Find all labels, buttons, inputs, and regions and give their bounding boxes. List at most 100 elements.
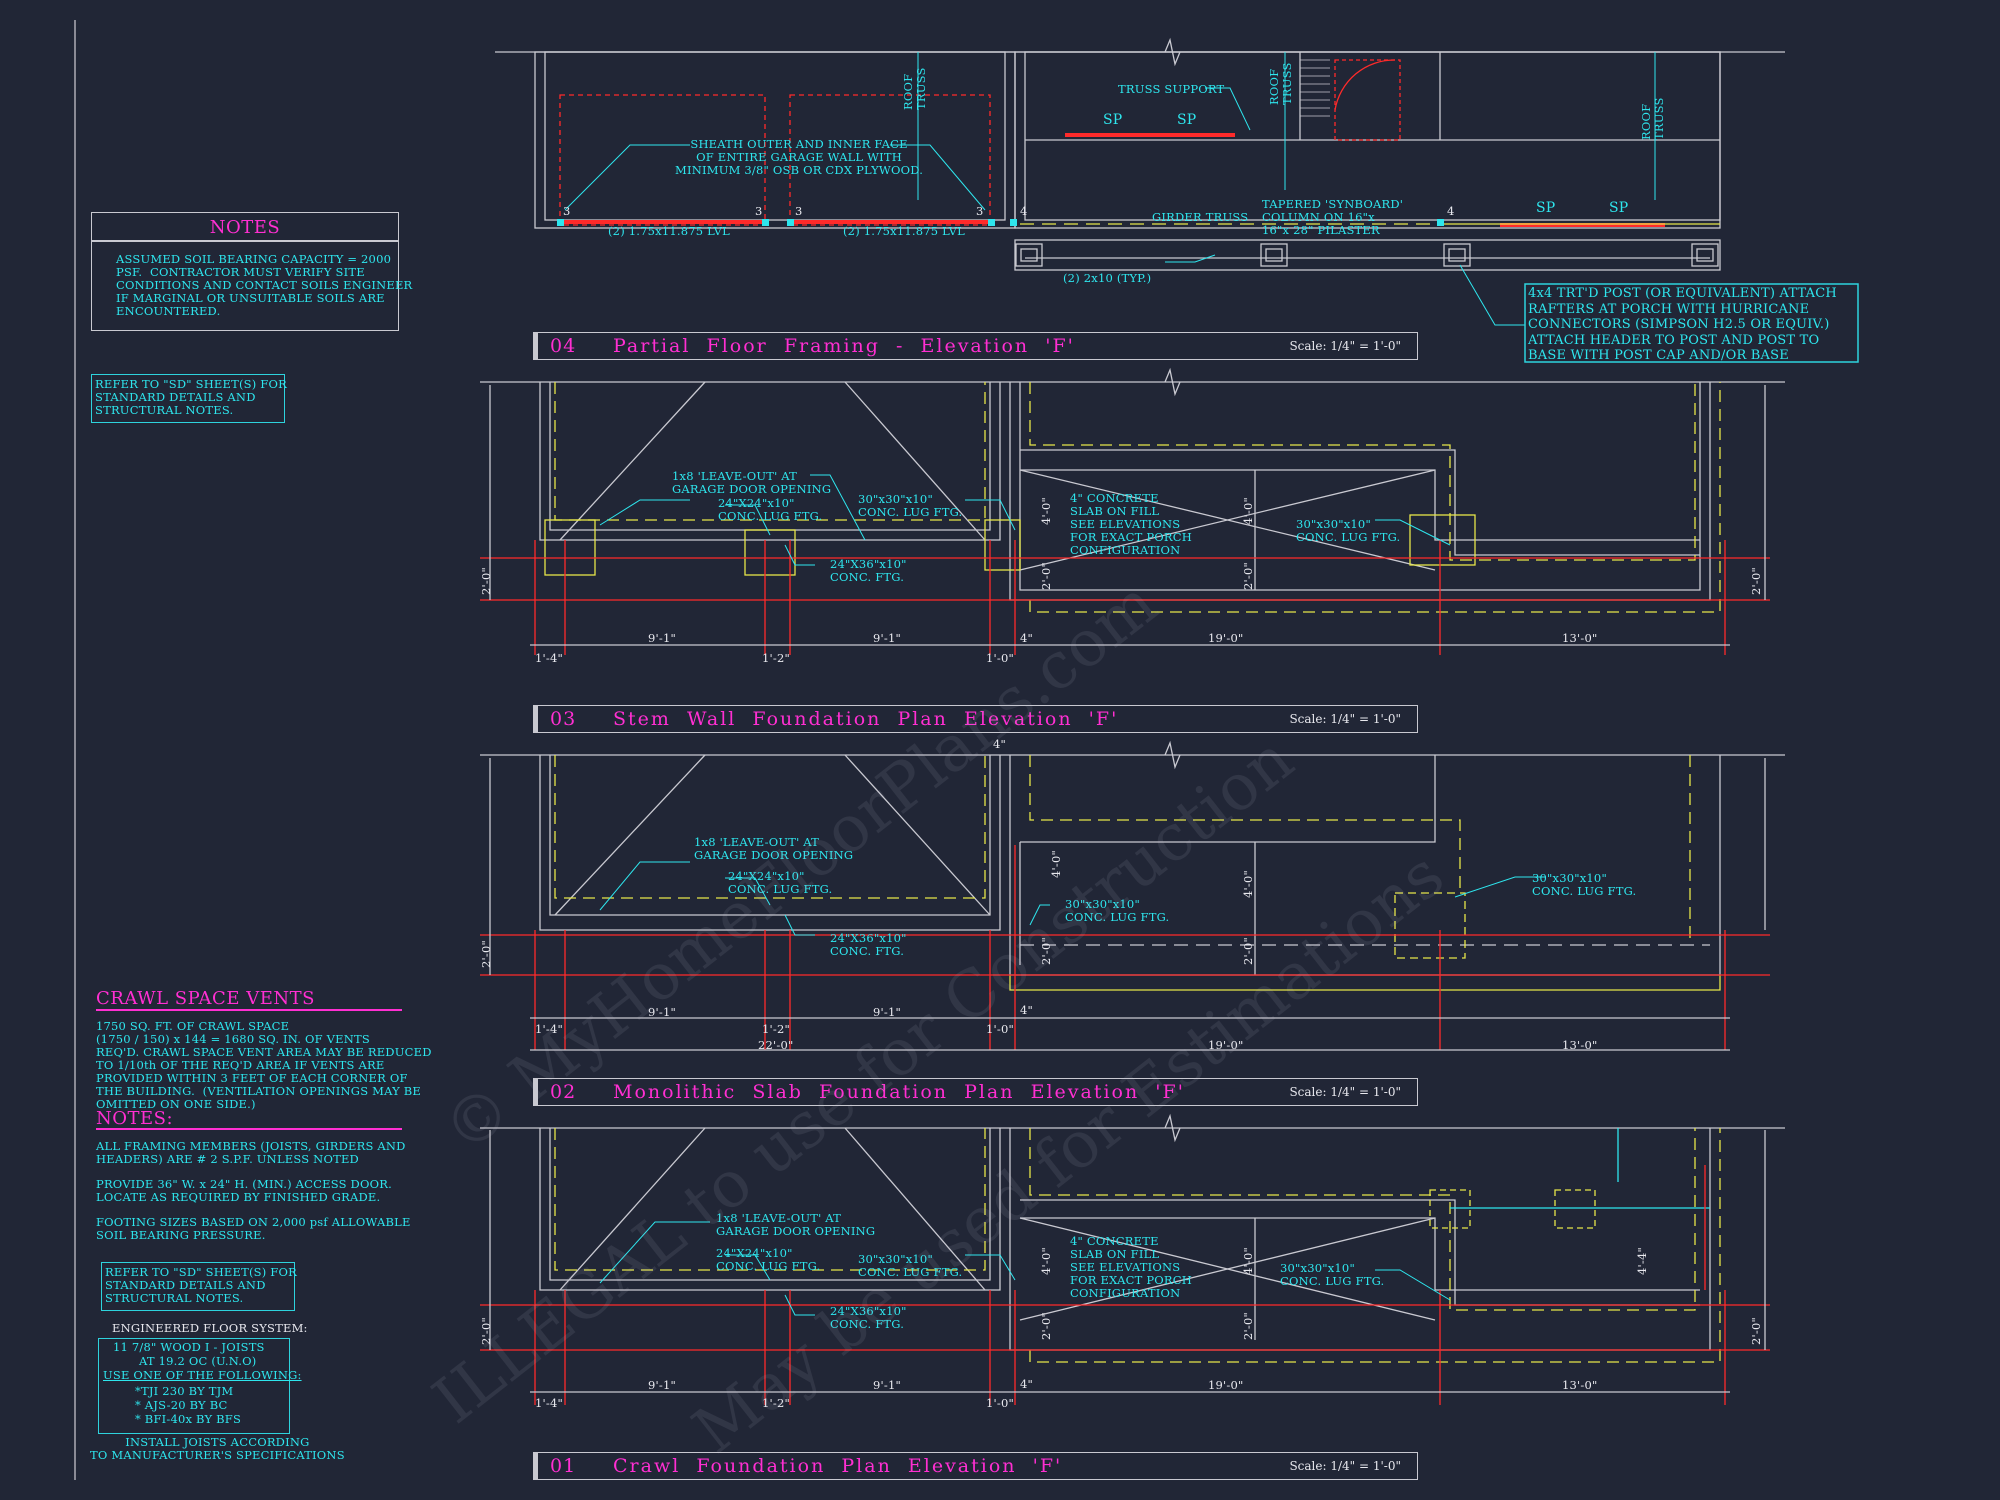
num-3d: 3	[976, 204, 984, 218]
notes2-item1: ALL FRAMING MEMBERS (JOISTS, GIRDERS AND…	[96, 1139, 406, 1166]
drawing-number: 01	[550, 1455, 577, 1477]
num-3a: 3	[563, 204, 571, 218]
drawing-title-text: Crawl Foundation Plan Elevation 'F'	[613, 1455, 1063, 1477]
dim-vertical: 2'-0"	[1039, 562, 1053, 590]
slab-label-03: 4" CONCRETE SLAB ON FILL SEE ELEVATIONS …	[1070, 491, 1192, 557]
dim: 19'-0"	[1208, 1038, 1244, 1052]
dim-vertical: 4'-0"	[1049, 850, 1063, 878]
drawing-title-02: 02 Monolithic Slab Foundation Plan Eleva…	[533, 1078, 1418, 1106]
dim-vertical: 2'-0"	[1749, 1317, 1763, 1345]
dim-vertical: 2'-0"	[1241, 562, 1255, 590]
dim: 9'-1"	[648, 1378, 676, 1392]
dim: 1'-4"	[535, 651, 563, 665]
dim-vertical: 4'-0"	[1039, 1247, 1053, 1275]
floor-framing-plan	[495, 37, 1859, 363]
dim: 1'-0"	[986, 651, 1014, 665]
drawing-scale: Scale: 1/4" = 1'-0"	[1289, 712, 1401, 726]
dim: 9'-1"	[873, 1378, 901, 1392]
drawing-title-04: 04 Partial Floor Framing - Elevation 'F'…	[533, 332, 1418, 360]
crawl-plan	[480, 1113, 1785, 1405]
dim: 1'-2"	[762, 651, 790, 665]
dim: 9'-1"	[648, 631, 676, 645]
monolithic-slab-plan	[480, 740, 1785, 1051]
dim: 19'-0"	[1208, 1378, 1244, 1392]
floor-system-line2: AT 19.2 OC (U.N.O)	[139, 1354, 257, 1368]
sheet-border-line	[74, 20, 76, 1480]
girder-truss-label: GIRDER TRUSS	[1152, 210, 1249, 224]
notes2-item2: PROVIDE 36" W. x 24" H. (MIN.) ACCESS DO…	[96, 1177, 392, 1204]
drawing-title-text: Partial Floor Framing - Elevation 'F'	[613, 335, 1075, 357]
drawing-title-03: 03 Stem Wall Foundation Plan Elevation '…	[533, 705, 1418, 733]
2x10-label: (2) 2x10 (TYP.)	[1063, 271, 1152, 285]
dim: 4"	[1020, 1377, 1034, 1391]
num-4b: 4	[1447, 204, 1455, 218]
dim: 1'-0"	[986, 1396, 1014, 1410]
slab-label-01: 4" CONCRETE SLAB ON FILL SEE ELEVATIONS …	[1070, 1234, 1192, 1300]
roof-truss-label-1: ROOF TRUSS	[901, 67, 928, 110]
roof-truss-label-2: ROOF TRUSS	[1267, 62, 1294, 105]
sp-label-4: SP	[1609, 200, 1629, 216]
drawing-title-text: Stem Wall Foundation Plan Elevation 'F'	[613, 708, 1119, 730]
drawing-scale: Scale: 1/4" = 1'-0"	[1289, 339, 1401, 353]
ftg-label-01: 24"X36"x10" CONC. FTG.	[830, 1304, 907, 1331]
notes-box-body: ASSUMED SOIL BEARING CAPACITY = 2000 PSF…	[116, 252, 413, 318]
lug24-label-02: 24"X24"x10" CONC. LUG FTG.	[728, 869, 833, 896]
floor-system-box: 11 7/8" WOOD I - JOISTS AT 19.2 OC (U.N.…	[98, 1338, 301, 1434]
lug30-label-03a: 30"x30"x10" CONC. LUG FTG.	[858, 492, 963, 519]
dim: 4"	[993, 737, 1007, 751]
notes-box: NOTES ASSUMED SOIL BEARING CAPACITY = 20…	[91, 212, 412, 331]
crawl-vents-title: CRAWL SPACE VENTS	[96, 988, 315, 1009]
lvl-label-2: (2) 1.75x11.875 LVL	[843, 224, 965, 238]
lug30-label-03b: 30"x30"x10" CONC. LUG FTG.	[1296, 517, 1401, 544]
drawing-number: 03	[550, 708, 577, 730]
lvl-label-1: (2) 1.75x11.875 LVL	[608, 224, 730, 238]
dim-vertical: 2'-0"	[1039, 1312, 1053, 1340]
dim: 22'-0"	[758, 1038, 794, 1052]
stem-wall-plan	[480, 367, 1785, 655]
sp-label-2: SP	[1177, 112, 1197, 128]
dim-vertical: 4'-4"	[1635, 1247, 1649, 1275]
dim: 1'-4"	[535, 1396, 563, 1410]
truss-support-label: TRUSS SUPPORT	[1118, 82, 1225, 96]
refer-sd-note-top: REFER TO "SD" SHEET(S) FOR STANDARD DETA…	[91, 374, 287, 423]
dim: 9'-1"	[648, 1005, 676, 1019]
dim: 13'-0"	[1562, 1038, 1598, 1052]
ftg-label-02: 24"X36"x10" CONC. FTG.	[830, 931, 907, 958]
sp-label-1: SP	[1103, 112, 1123, 128]
dim: 1'-4"	[535, 1022, 563, 1036]
crawl-vents-body: 1750 SQ. FT. OF CRAWL SPACE (1750 / 150)…	[96, 1019, 432, 1111]
drawing-title-text: Monolithic Slab Foundation Plan Elevatio…	[613, 1081, 1185, 1103]
dim: 1'-2"	[762, 1396, 790, 1410]
refer-sd-note-bottom: REFER TO "SD" SHEET(S) FOR STANDARD DETA…	[101, 1262, 297, 1311]
dim: 13'-0"	[1562, 631, 1598, 645]
num-4a: 4	[1020, 204, 1028, 218]
leave-out-label-01: 1x8 'LEAVE-OUT' AT GARAGE DOOR OPENING	[716, 1211, 876, 1238]
notes2-title: NOTES:	[96, 1108, 174, 1129]
floor-system-title: ENGINEERED FLOOR SYSTEM:	[112, 1321, 308, 1335]
lug30-label-02a: 30"x30"x10" CONC. LUG FTG.	[1065, 897, 1170, 924]
floor-system-line1: 11 7/8" WOOD I - JOISTS	[113, 1340, 265, 1354]
dim: 4"	[1020, 631, 1034, 645]
dim-vertical: 2'-0"	[1241, 1312, 1255, 1340]
dim: 9'-1"	[873, 1005, 901, 1019]
refer-sd-text-bottom: REFER TO "SD" SHEET(S) FOR STANDARD DETA…	[105, 1265, 297, 1305]
lug30-label-01a: 30"x30"x10" CONC. LUG FTG.	[858, 1252, 963, 1279]
num-3c: 3	[795, 204, 803, 218]
drawing-number: 04	[550, 335, 577, 357]
refer-sd-text-top: REFER TO "SD" SHEET(S) FOR STANDARD DETA…	[95, 377, 287, 417]
floor-system-opt2: * AJS-20 BY BC	[135, 1398, 228, 1412]
lug30-label-01b: 30"x30"x10" CONC. LUG FTG.	[1280, 1261, 1385, 1288]
ftg-label-03: 24"X36"x10" CONC. FTG.	[830, 557, 907, 584]
lug24-label-01: 24"X24"x10" CONC. LUG FTG.	[716, 1246, 821, 1273]
notes2-item3: FOOTING SIZES BASED ON 2,000 psf ALLOWAB…	[96, 1215, 411, 1242]
floor-system-opt1: *TJI 230 BY TJM	[135, 1384, 234, 1398]
tapered-column-label: TAPERED 'SYNBOARD' COLUMN ON 16"x 16"x 2…	[1262, 197, 1404, 237]
dim-vertical: 2'-0"	[1749, 567, 1763, 595]
sheath-note-label: SHEATH OUTER AND INNER FACE OF ENTIRE GA…	[675, 137, 924, 177]
sp-label-3: SP	[1536, 200, 1556, 216]
dim: 1'-0"	[986, 1022, 1014, 1036]
dim: 9'-1"	[873, 631, 901, 645]
floor-system-footer: INSTALL JOISTS ACCORDING TO MANUFACTURER…	[90, 1435, 345, 1462]
num-3b: 3	[755, 204, 763, 218]
